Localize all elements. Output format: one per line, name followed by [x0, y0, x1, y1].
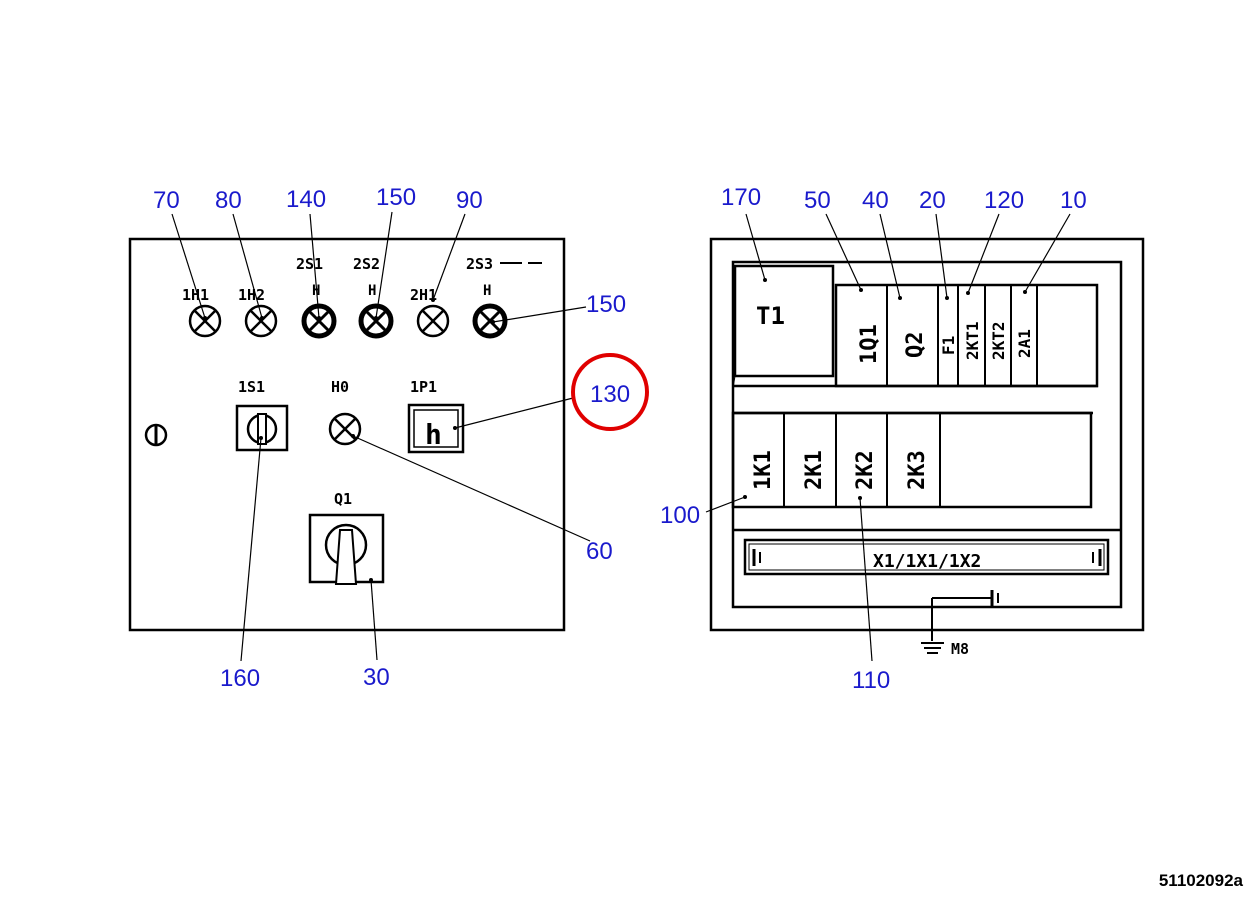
switch-label-1s1: 1S1	[238, 378, 265, 396]
lamp-label-1h2: 1H2	[238, 286, 265, 304]
lamp-label-1h1: 1H1	[182, 286, 209, 304]
callout-140: 140	[286, 186, 326, 213]
contactor-label-2k1: 2K1	[802, 450, 827, 490]
module-label-f1: F1	[939, 336, 958, 355]
lamp-sublabel-2s2: H	[368, 283, 376, 299]
callout-50: 50	[804, 187, 831, 214]
callout-150-side: 150	[586, 291, 626, 318]
callout-150-top: 150	[376, 184, 416, 211]
lamp-label-2s1: 2S1	[296, 255, 323, 273]
lamp-label-2s3: 2S3	[466, 255, 493, 273]
terminal-strip-x1: X1/1X1/1X2	[743, 538, 1110, 576]
highlight-circle	[571, 353, 649, 431]
document-id: 51102092a	[1158, 871, 1243, 890]
main-switch-label-q1: Q1	[334, 490, 352, 508]
callout-130[interactable]: 130	[590, 381, 630, 408]
hour-counter-1p1: h	[407, 403, 465, 454]
lamp-sublabel-2s3: H	[483, 283, 491, 299]
callout-170: 170	[721, 184, 761, 211]
lamp-label-2h1: 2H1	[410, 286, 437, 304]
main-switch-q1	[308, 513, 385, 585]
contactor-label-1k1: 1K1	[751, 450, 776, 490]
module-label-2kt1: 2KT1	[963, 321, 982, 360]
lamp-label-h0: H0	[331, 378, 349, 396]
callout-40: 40	[862, 187, 889, 214]
selector-switch-1s1	[235, 404, 289, 452]
module-label-2a1: 2A1	[1015, 329, 1034, 358]
lamp-label-2s2: 2S2	[353, 255, 380, 273]
contactor-label-2k2: 2K2	[853, 450, 878, 490]
terminal-strip-label: X1/1X1/1X2	[873, 551, 981, 572]
contactor-row	[731, 411, 1093, 509]
door-panel-frame	[128, 237, 566, 632]
illuminated-pushbutton-2s1	[301, 303, 337, 339]
transformer-label: T1	[756, 302, 785, 330]
contactor-label-2k3: 2K3	[905, 450, 930, 490]
indicator-lamp-h0	[328, 412, 362, 446]
callout-90: 90	[456, 187, 483, 214]
callout-160: 160	[220, 665, 260, 692]
callout-110: 110	[852, 667, 890, 694]
callout-80: 80	[215, 187, 242, 214]
indicator-lamp-1h1	[188, 304, 222, 338]
illuminated-pushbutton-2s3	[472, 303, 508, 339]
door-lock-icon	[144, 423, 168, 447]
ground-connection	[931, 590, 999, 641]
indicator-lamp-2h1	[416, 304, 450, 338]
cabinet-outer-frame	[709, 237, 1145, 632]
callout-30: 30	[363, 664, 390, 691]
callout-120: 120	[984, 187, 1024, 214]
leader-dots	[203, 278, 1027, 582]
module-label-q2: Q2	[903, 332, 928, 359]
indicator-lamp-1h2	[244, 304, 278, 338]
callout-20: 20	[919, 187, 946, 214]
module-label-1q1: 1Q1	[857, 324, 882, 364]
ground-label: M8	[951, 640, 969, 658]
ground-icon	[921, 642, 944, 654]
callout-70: 70	[153, 187, 180, 214]
module-label-2kt2: 2KT2	[989, 321, 1008, 360]
illuminated-pushbutton-2s2	[358, 303, 394, 339]
top-module-row	[834, 283, 1099, 388]
callout-100: 100	[660, 502, 700, 529]
leader-lines	[171, 211, 1071, 662]
counter-label-1p1: 1P1	[410, 378, 437, 396]
callout-10: 10	[1060, 187, 1087, 214]
hour-counter-glyph: h	[425, 418, 442, 451]
callout-60: 60	[586, 538, 613, 565]
transformer-t1: T1	[732, 264, 835, 389]
